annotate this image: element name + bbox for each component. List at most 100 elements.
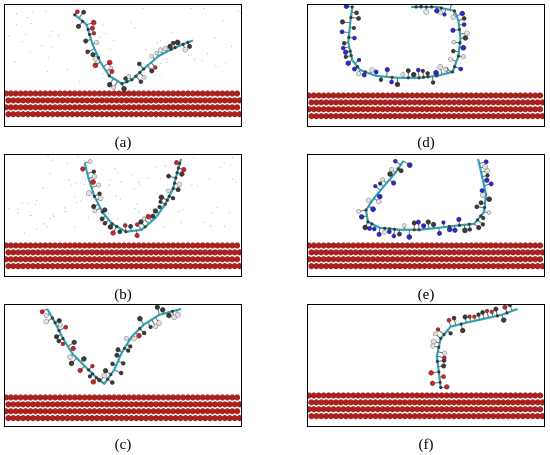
noise-dot xyxy=(155,166,158,168)
noise-dot xyxy=(15,23,17,26)
noise-dot xyxy=(109,179,111,181)
backbone-atom xyxy=(363,70,367,74)
side-atom xyxy=(101,372,107,379)
side-atom xyxy=(149,53,155,59)
surface-atom xyxy=(539,113,544,120)
side-atom xyxy=(153,323,159,329)
side-atom xyxy=(174,39,181,46)
side-atom xyxy=(372,226,377,232)
noise-dot xyxy=(156,192,158,194)
backbone-atom xyxy=(138,70,142,75)
backbone-atom xyxy=(92,194,97,198)
side-atom xyxy=(158,194,165,201)
backbone-atom xyxy=(437,370,441,374)
surface-atom xyxy=(234,256,241,263)
backbone-atom xyxy=(122,346,127,350)
noise-dot xyxy=(23,232,26,234)
noise-dot xyxy=(17,212,19,214)
noise-dot xyxy=(84,179,87,181)
side-atom xyxy=(85,49,90,54)
noise-dot xyxy=(142,7,144,10)
side-atom xyxy=(391,233,397,239)
backbone-atom xyxy=(417,76,421,80)
noise-dot xyxy=(68,179,70,181)
backbone-atom xyxy=(435,359,440,363)
backbone-atom xyxy=(457,223,462,227)
noise-dot xyxy=(133,188,135,190)
side-atom xyxy=(343,54,348,59)
side-atom xyxy=(429,380,436,386)
side-atom xyxy=(158,199,163,204)
noise-dot xyxy=(50,217,52,220)
side-atom xyxy=(481,216,486,221)
backbone-atom xyxy=(419,5,423,9)
polymer-chain xyxy=(428,305,518,390)
side-atom xyxy=(71,339,77,345)
noise-dot xyxy=(64,210,67,213)
noise-dot xyxy=(90,70,92,72)
polymer-chain xyxy=(39,305,182,385)
backbone-atom xyxy=(442,332,446,337)
side-atom xyxy=(376,198,382,205)
side-atom xyxy=(91,31,96,36)
side-atom xyxy=(166,312,172,319)
noise-dot xyxy=(147,177,149,179)
noise-dot xyxy=(208,178,210,180)
noise-dot xyxy=(83,183,85,185)
noise-dot xyxy=(97,220,99,222)
noise-dot xyxy=(190,8,192,10)
side-atom xyxy=(460,327,466,334)
noise-dot xyxy=(76,202,78,204)
backbone-atom xyxy=(163,202,167,206)
side-atom xyxy=(441,363,447,369)
surface-atom xyxy=(537,92,544,99)
side-atom xyxy=(136,333,142,339)
side-atom xyxy=(462,314,468,320)
side-atom xyxy=(402,223,407,228)
side-atom xyxy=(102,368,109,374)
noise-dot xyxy=(223,162,225,164)
side-atom xyxy=(351,26,356,31)
noise-dot xyxy=(8,208,10,210)
noise-dot xyxy=(98,61,100,63)
side-atom xyxy=(111,85,116,90)
side-atom xyxy=(148,324,153,330)
backbone-atom xyxy=(467,222,471,226)
noise-dot xyxy=(216,206,218,209)
panel-a xyxy=(4,4,242,127)
side-atom xyxy=(141,216,147,221)
noise-dot xyxy=(114,168,116,170)
side-atom xyxy=(154,51,159,56)
noise-dot xyxy=(102,24,104,26)
side-atom xyxy=(90,19,97,26)
noise-dot xyxy=(14,61,16,63)
side-atom xyxy=(160,307,166,313)
substrate-surface xyxy=(308,92,544,120)
backbone-atom xyxy=(348,49,352,53)
side-atom xyxy=(128,344,133,349)
backbone-atom xyxy=(347,35,351,40)
side-atom xyxy=(405,68,411,74)
backbone-atom xyxy=(50,316,55,320)
backbone-atom xyxy=(186,40,190,44)
side-atom xyxy=(389,79,394,85)
side-atom xyxy=(442,12,447,17)
noise-dot xyxy=(53,215,55,218)
surface-atom xyxy=(539,99,544,106)
side-atom xyxy=(70,345,76,351)
side-atom xyxy=(416,67,421,73)
side-atom xyxy=(166,188,171,194)
backbone-atom xyxy=(106,377,110,381)
side-atom xyxy=(480,310,485,315)
side-atom xyxy=(67,354,73,360)
polymer-backbone xyxy=(46,307,182,385)
noise-dot xyxy=(230,45,233,48)
backbone-atom xyxy=(479,214,483,218)
noise-dot xyxy=(222,19,224,22)
noise-dot xyxy=(145,49,147,51)
side-atom xyxy=(415,219,421,225)
side-atom xyxy=(435,327,441,332)
noise-dot xyxy=(80,200,82,202)
noise-dot xyxy=(99,36,101,38)
noise-dot xyxy=(74,196,76,198)
